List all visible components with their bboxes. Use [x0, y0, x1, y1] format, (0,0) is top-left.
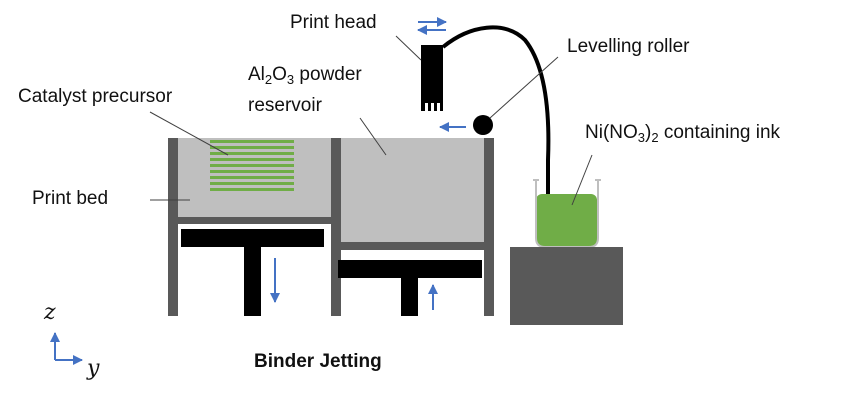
catalyst-stripe	[210, 164, 294, 167]
levelling-roller-label: Levelling roller	[567, 36, 690, 57]
print-bed-left-wall	[168, 138, 178, 316]
catalyst-stripe	[210, 182, 294, 185]
ink-formula-start: Ni(NO	[585, 122, 638, 143]
powder-leader	[359, 117, 387, 156]
powder-reservoir-chamber	[338, 138, 494, 316]
print-head-label: Print head	[290, 12, 377, 33]
leader-lines	[149, 35, 593, 206]
ink-liquid	[536, 194, 597, 246]
catalyst-precursor-label: Catalyst precursor	[18, 86, 173, 107]
ink-label: Ni(NO3)2 containing ink	[585, 122, 780, 144]
powder-al: Al	[248, 64, 265, 85]
print-bed-right-wall	[331, 138, 341, 316]
nozzle-gap	[431, 103, 434, 111]
ink-beaker	[533, 179, 601, 248]
axis-indicator	[50, 332, 83, 365]
catalyst-stripe	[210, 140, 294, 143]
print-head-body	[421, 45, 443, 111]
nozzle-gap	[437, 103, 440, 111]
reservoir-right-wall	[484, 138, 494, 316]
axis-y-label: y	[87, 356, 100, 381]
powder-o: O	[272, 64, 287, 85]
powder-sub-3: 3	[286, 72, 295, 87]
print-head-leader	[395, 35, 422, 61]
print-bed-chamber	[168, 138, 341, 316]
ink-paren: )	[645, 122, 652, 143]
reservoir-floor-band	[341, 242, 486, 250]
catalyst-precursor-layers	[210, 140, 294, 191]
powder-label-line2: reservoir	[248, 95, 322, 116]
print-bed-piston-plate	[181, 229, 324, 247]
catalyst-stripe	[210, 188, 294, 191]
catalyst-stripe	[210, 146, 294, 149]
ink-leader	[571, 154, 593, 206]
catalyst-leader	[149, 111, 229, 156]
nozzle-gap	[425, 103, 428, 111]
roller-leader	[489, 56, 559, 119]
reservoir-piston-plate	[338, 260, 482, 278]
catalyst-stripe	[210, 152, 294, 155]
reservoir-powder	[341, 138, 486, 242]
ink-sub-3: 3	[637, 130, 646, 145]
ink-words: containing ink	[658, 122, 781, 143]
print-bed-label: Print bed	[32, 188, 109, 209]
axis-z-label: z	[44, 300, 56, 325]
catalyst-stripe	[210, 176, 294, 179]
powder-word: powder	[294, 64, 362, 85]
powder-sub-2: 2	[264, 72, 273, 87]
ink-stand	[510, 247, 623, 325]
powder-label-line1: Al2O3 powder	[248, 64, 362, 86]
print-bed-piston-rod	[244, 247, 261, 316]
ink-tube	[441, 25, 551, 228]
catalyst-stripe	[210, 170, 294, 173]
print-head	[421, 45, 443, 111]
diagram-title: Binder Jetting	[254, 351, 382, 372]
ink-sub-2: 2	[651, 130, 659, 145]
catalyst-stripe	[210, 158, 294, 161]
levelling-roller	[473, 115, 493, 135]
reservoir-piston-rod	[401, 278, 418, 316]
print-bed-floor-band	[177, 217, 332, 224]
